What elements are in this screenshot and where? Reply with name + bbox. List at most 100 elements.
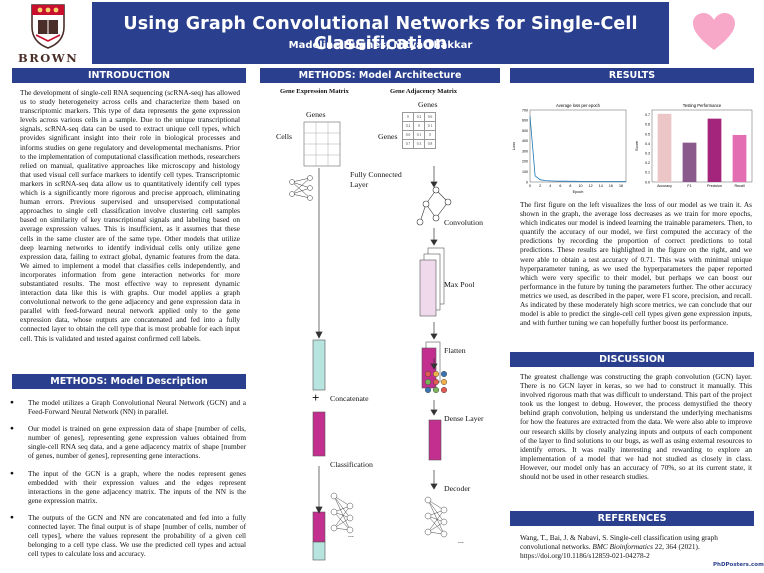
y-tick-label: 100: [522, 170, 528, 174]
results-heading: RESULTS: [510, 68, 754, 83]
genes-label: Genes: [418, 100, 438, 109]
ellipsis: ...: [348, 530, 354, 539]
logo-text: BROWN: [18, 51, 79, 65]
y-tick-label: 0.0: [645, 180, 650, 184]
introduction-heading: INTRODUCTION: [12, 68, 246, 83]
reference-text: 22, 364 (2021). https://doi.org/10.1186/…: [520, 542, 700, 561]
poster-authors: Madeline Hughes, Nitya Thakkar: [288, 40, 473, 51]
y-tick-label: 700: [522, 108, 528, 112]
loss-series-line: [529, 116, 626, 182]
gene-graph-icon: [416, 186, 452, 226]
performance-chart: Testing Performance 0.0 0.1 0.2 0.3 0.4 0.5 0.6…: [635, 103, 753, 188]
reference-text: Wang, T., Bai, J. & Nabavi, S. Single-ce…: [520, 533, 718, 552]
shield-icon: [31, 4, 65, 49]
list-item: The model utilizes a Graph Convolutional…: [8, 398, 246, 416]
y-tick-label: 0.3: [645, 152, 650, 156]
y-tick-label: 0: [526, 180, 528, 184]
arrow-icon: [315, 168, 323, 514]
flatten-label: Flatten: [444, 346, 466, 355]
y-tick-label: 0.6: [645, 123, 650, 127]
y-tick-label: 500: [522, 129, 528, 133]
y-tick-label: 0.1: [645, 171, 650, 175]
ellipsis: ...: [458, 536, 464, 545]
nn-layer-bar: [312, 339, 326, 391]
y-tick-label: 300: [522, 149, 528, 153]
decoder-network-icon: [424, 496, 448, 538]
y-axis-label: Loss: [512, 142, 516, 150]
poster-header: BROWN Using Graph Convolutional Networks…: [0, 0, 764, 66]
genes-side-label: Genes: [378, 132, 398, 141]
dense-layer-label: Dense Layer: [444, 414, 484, 423]
expression-matrix: [303, 121, 341, 167]
x-tick-label: 8: [569, 184, 571, 188]
x-tick-label: 0: [529, 184, 531, 188]
y-tick-label: 600: [522, 119, 528, 123]
reference-entry: Wang, T., Bai, J. & Nabavi, S. Single-ce…: [520, 533, 754, 560]
discussion-heading: DISCUSSION: [510, 352, 754, 367]
y-tick-label: 0.7: [645, 113, 650, 117]
phdposters-logo: PhDPosters.com: [713, 562, 764, 568]
bar-recall: [732, 134, 747, 182]
y-tick-label: 200: [522, 160, 528, 164]
methods-architecture-heading: METHODS: Model Architecture: [260, 68, 500, 83]
classification-network-icon: [330, 492, 354, 534]
x-tick-label: Recall: [735, 184, 745, 188]
convolution-graphic: [419, 247, 445, 317]
concatenate-label: Concatenate: [330, 394, 369, 403]
reference-journal: BMC Bioinformatics: [592, 542, 653, 552]
architecture-graphics: [289, 121, 452, 561]
x-tick-label: 18: [619, 184, 623, 188]
concatenated-bar-lower: [312, 541, 326, 561]
plot-frame: [529, 109, 627, 183]
x-tick-label: 2: [539, 184, 541, 188]
x-tick-label: 4: [549, 184, 551, 188]
x-tick-label: 16: [609, 184, 613, 188]
list-item: Our model is trained on gene expression …: [8, 424, 246, 460]
plot-frame: [651, 109, 753, 183]
x-tick-label: 14: [599, 184, 603, 188]
bar-precision: [707, 118, 722, 182]
classification-label: Classification: [330, 460, 373, 469]
x-tick-label: 10: [579, 184, 583, 188]
x-tick-label: Precision: [707, 184, 722, 188]
expression-matrix-title: Gene Expression Matrix: [280, 88, 349, 95]
introduction-body: The development of single-cell RNA seque…: [20, 88, 240, 343]
poster-title: Using Graph Convolutional Networks for S…: [123, 14, 638, 54]
brown-logo: BROWN: [18, 3, 78, 65]
decoder-label: Decoder: [444, 484, 471, 493]
x-tick-label: F1: [687, 184, 691, 188]
y-axis-label: Score: [635, 141, 639, 151]
fc-network-icon: [289, 175, 313, 201]
chart-title: Average loss per epoch: [556, 103, 601, 108]
chart-title: Testing Performance: [683, 103, 722, 108]
methods-description-heading: METHODS: Model Description: [12, 374, 246, 389]
concatenated-bar-bottom: [312, 511, 326, 543]
flatten-graphic: [424, 371, 447, 394]
x-axis-label: Epoch: [573, 190, 584, 194]
bar-accuracy: [657, 113, 672, 182]
list-item: The input of the GCN is a graph, where t…: [8, 469, 246, 505]
heart-icon: [693, 13, 735, 50]
references-heading: REFERENCES: [510, 511, 754, 526]
y-tick-label: 0.2: [645, 161, 650, 165]
y-tick-label: 0.4: [645, 142, 650, 146]
x-tick-label: 12: [589, 184, 593, 188]
adjacency-matrix-title: Gene Adjacency Matrix: [390, 88, 458, 95]
plus-sign: +: [312, 390, 320, 405]
concatenated-bar-top: [312, 411, 326, 457]
methods-bullets: The model utilizes a Graph Convolutional…: [8, 398, 246, 566]
x-tick-label: Accuracy: [657, 184, 672, 188]
architecture-diagram: Gene Expression Matrix Gene Adjacency Ma…: [258, 82, 504, 562]
arrow-icon: [430, 166, 438, 490]
genes-label: Genes: [306, 110, 326, 119]
bar-f1: [682, 142, 697, 182]
y-tick-label: 400: [522, 139, 528, 143]
fc-layer-label: Fully Connected Layer: [350, 170, 402, 189]
results-body: The first figure on the left visualizes …: [520, 200, 752, 328]
dense-layer-bar: [428, 419, 442, 461]
y-tick-label: 0.5: [645, 132, 650, 136]
discussion-body: The greatest challenge was constructing …: [520, 372, 752, 482]
list-item: The outputs of the GCN and NN are concat…: [8, 513, 246, 558]
maxpool-label: Max Pool: [444, 280, 475, 289]
